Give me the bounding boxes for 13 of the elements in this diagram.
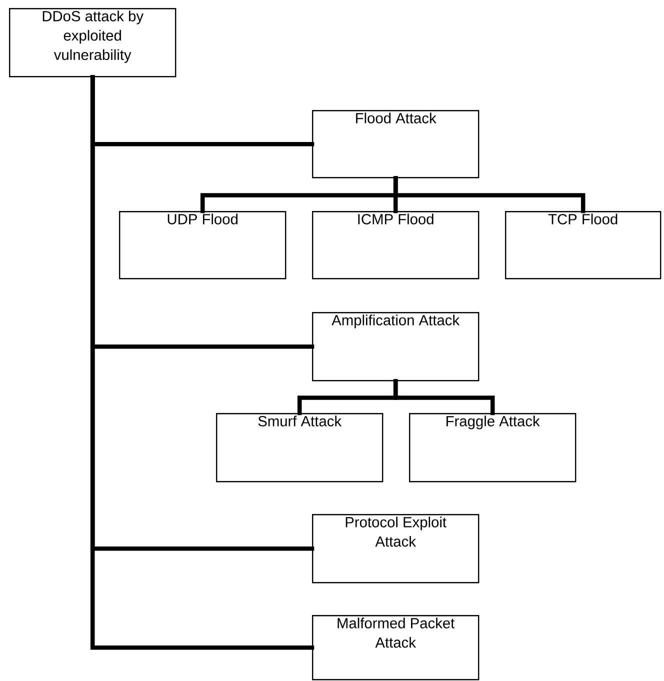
tree-box: DDoS attack by exploited vulnerability <box>9 8 176 78</box>
tree-box: TCP Flood <box>505 211 662 280</box>
tree-box: Fraggle Attack <box>409 413 576 482</box>
connector-line <box>90 75 314 650</box>
connector-line <box>393 379 495 416</box>
tree-box: ICMP Flood <box>312 211 480 280</box>
tree-box: Amplification Attack <box>312 312 480 382</box>
tree-box: Protocol Exploit Attack <box>312 514 480 584</box>
tree-box: UDP Flood <box>119 211 286 280</box>
tree-box: Malformed Packet Attack <box>312 615 480 680</box>
connector-line <box>393 176 586 214</box>
tree-box: Flood Attack <box>312 110 480 178</box>
tree-box: Smurf Attack <box>216 413 384 482</box>
